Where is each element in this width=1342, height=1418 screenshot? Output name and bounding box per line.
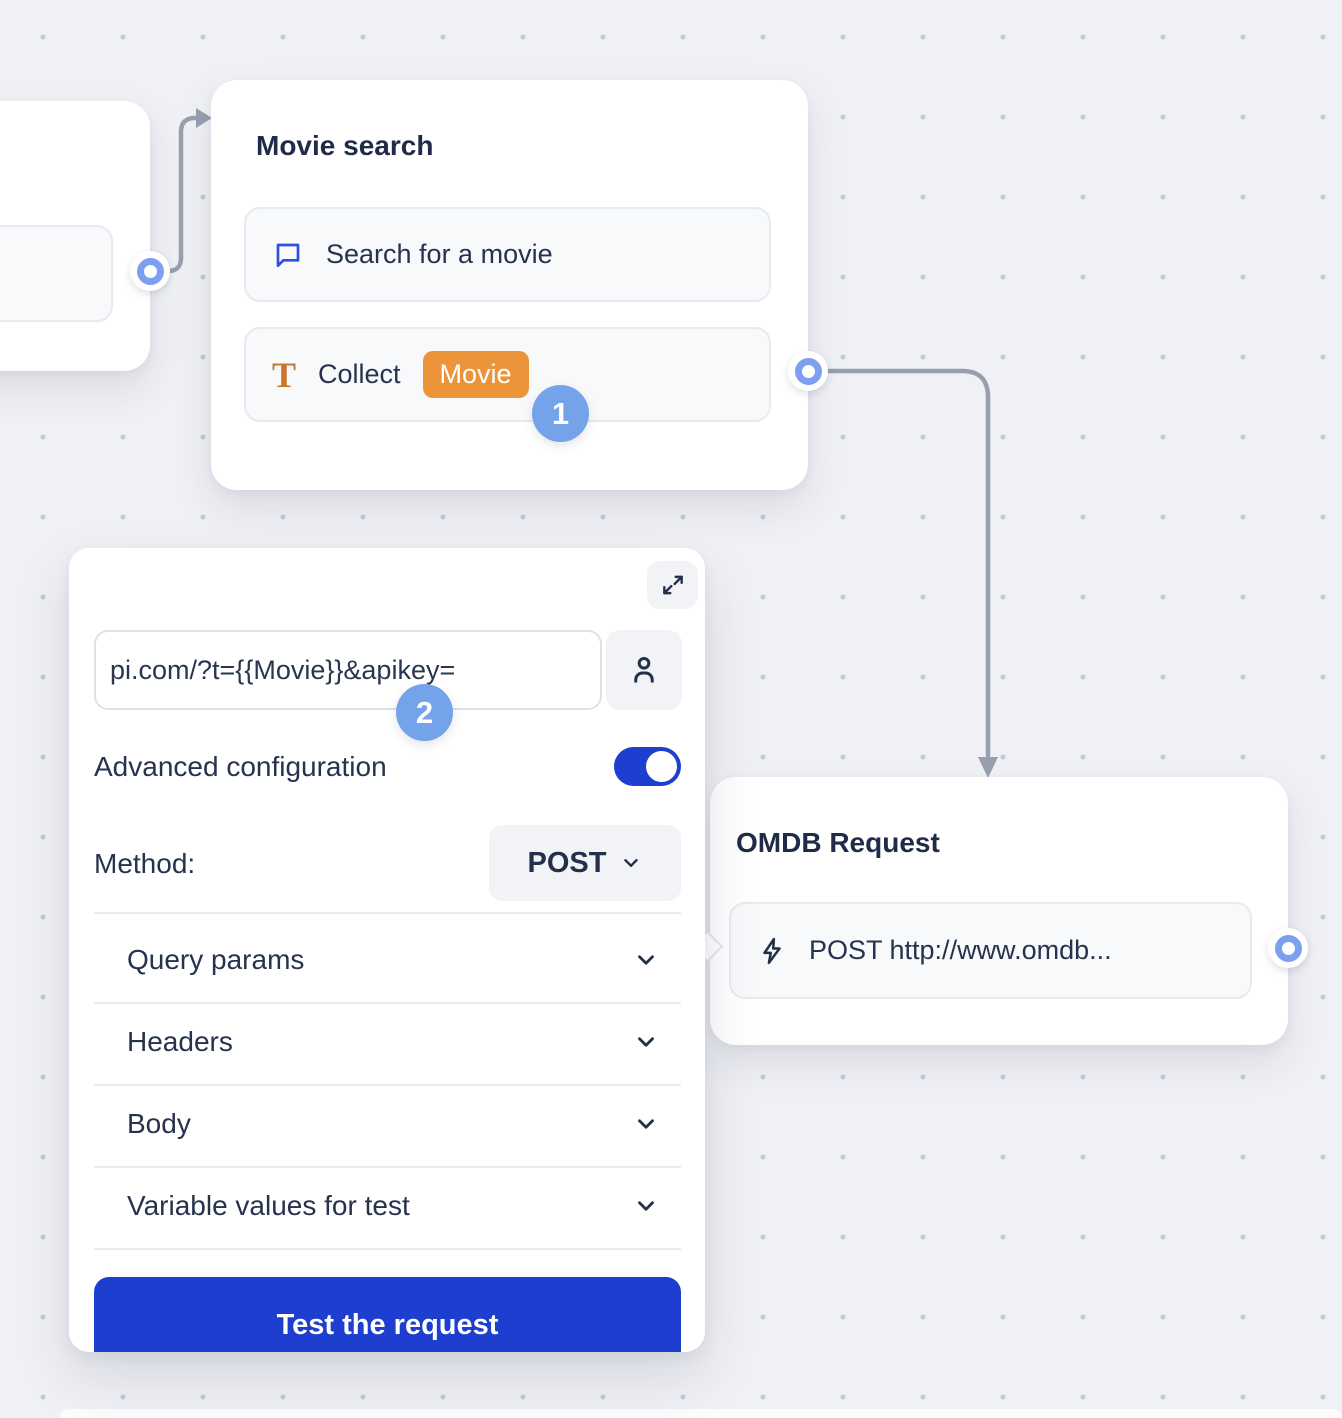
test-request-button[interactable]: Test the request — [94, 1277, 681, 1352]
arrowhead-down — [978, 757, 998, 778]
toggle-knob-icon — [646, 751, 677, 782]
method-dropdown[interactable]: POST — [489, 825, 681, 901]
chevron-down-icon — [633, 947, 681, 973]
webhook-config-panel: 2 Advanced configuration Method: POST Qu… — [69, 548, 705, 1352]
chevron-down-icon — [633, 1111, 681, 1137]
partial-node-row[interactable] — [0, 225, 113, 322]
divider — [94, 912, 681, 914]
movie-search-collect-step[interactable]: T Collect Movie — [244, 327, 771, 422]
divider — [94, 1084, 681, 1086]
annotation-badge-1: 1 — [532, 385, 589, 442]
collect-step-label: Collect — [318, 359, 401, 389]
lightning-icon — [757, 936, 787, 966]
variable-picker-button[interactable] — [606, 630, 682, 710]
port-ring-icon — [136, 257, 164, 285]
divider — [94, 1166, 681, 1168]
advanced-configuration-toggle[interactable] — [614, 747, 681, 786]
omdb-request-node[interactable]: OMDB Request POST http://www.omdb... — [710, 777, 1288, 1045]
connector-movie-search-to-omdb — [825, 368, 991, 759]
divider — [94, 1248, 681, 1250]
section-headers[interactable]: Headers — [94, 1002, 681, 1082]
section-variable-values[interactable]: Variable values for test — [94, 1166, 681, 1246]
chevron-down-icon — [620, 852, 642, 874]
omdb-output-port[interactable] — [1268, 928, 1308, 968]
advanced-configuration-label: Advanced configuration — [94, 751, 387, 782]
request-url-input[interactable] — [94, 630, 602, 710]
movie-search-node-title: Movie search — [256, 130, 434, 161]
movie-search-node[interactable]: Movie search Search for a movie T Collec… — [211, 80, 808, 490]
omdb-request-node-title: OMDB Request — [736, 827, 940, 858]
movie-search-output-port[interactable] — [788, 351, 828, 391]
partial-bottom-card — [60, 1409, 1342, 1418]
partial-node-output-port[interactable] — [130, 251, 170, 291]
partial-node-card[interactable] — [0, 101, 150, 371]
expand-arrows-icon — [660, 572, 686, 598]
divider — [94, 1002, 681, 1004]
section-body[interactable]: Body — [94, 1084, 681, 1164]
port-ring-icon — [794, 357, 822, 385]
person-icon — [626, 652, 662, 688]
variable-badge-movie[interactable]: Movie — [422, 351, 529, 398]
section-label: Body — [127, 1108, 191, 1139]
annotation-badge-2: 2 — [396, 684, 453, 741]
port-ring-icon — [1274, 934, 1302, 962]
arrowhead-right — [196, 108, 212, 128]
chat-bubble-icon — [272, 239, 304, 271]
omdb-request-webhook-step[interactable]: POST http://www.omdb... — [729, 902, 1252, 999]
message-step-label: Search for a movie — [326, 239, 553, 269]
connector-left-to-movie-search — [157, 115, 200, 274]
chevron-down-icon — [633, 1193, 681, 1219]
section-label: Variable values for test — [127, 1190, 410, 1221]
chevron-down-icon — [633, 1029, 681, 1055]
section-query-params[interactable]: Query params — [94, 920, 681, 1000]
method-label: Method: — [94, 848, 196, 879]
expand-button[interactable] — [647, 561, 698, 609]
method-value: POST — [527, 846, 607, 879]
text-input-icon: T — [272, 354, 297, 395]
movie-search-message-step[interactable]: Search for a movie — [244, 207, 771, 302]
section-label: Headers — [127, 1026, 233, 1057]
webhook-step-label: POST http://www.omdb... — [809, 935, 1112, 965]
section-label: Query params — [127, 944, 305, 975]
